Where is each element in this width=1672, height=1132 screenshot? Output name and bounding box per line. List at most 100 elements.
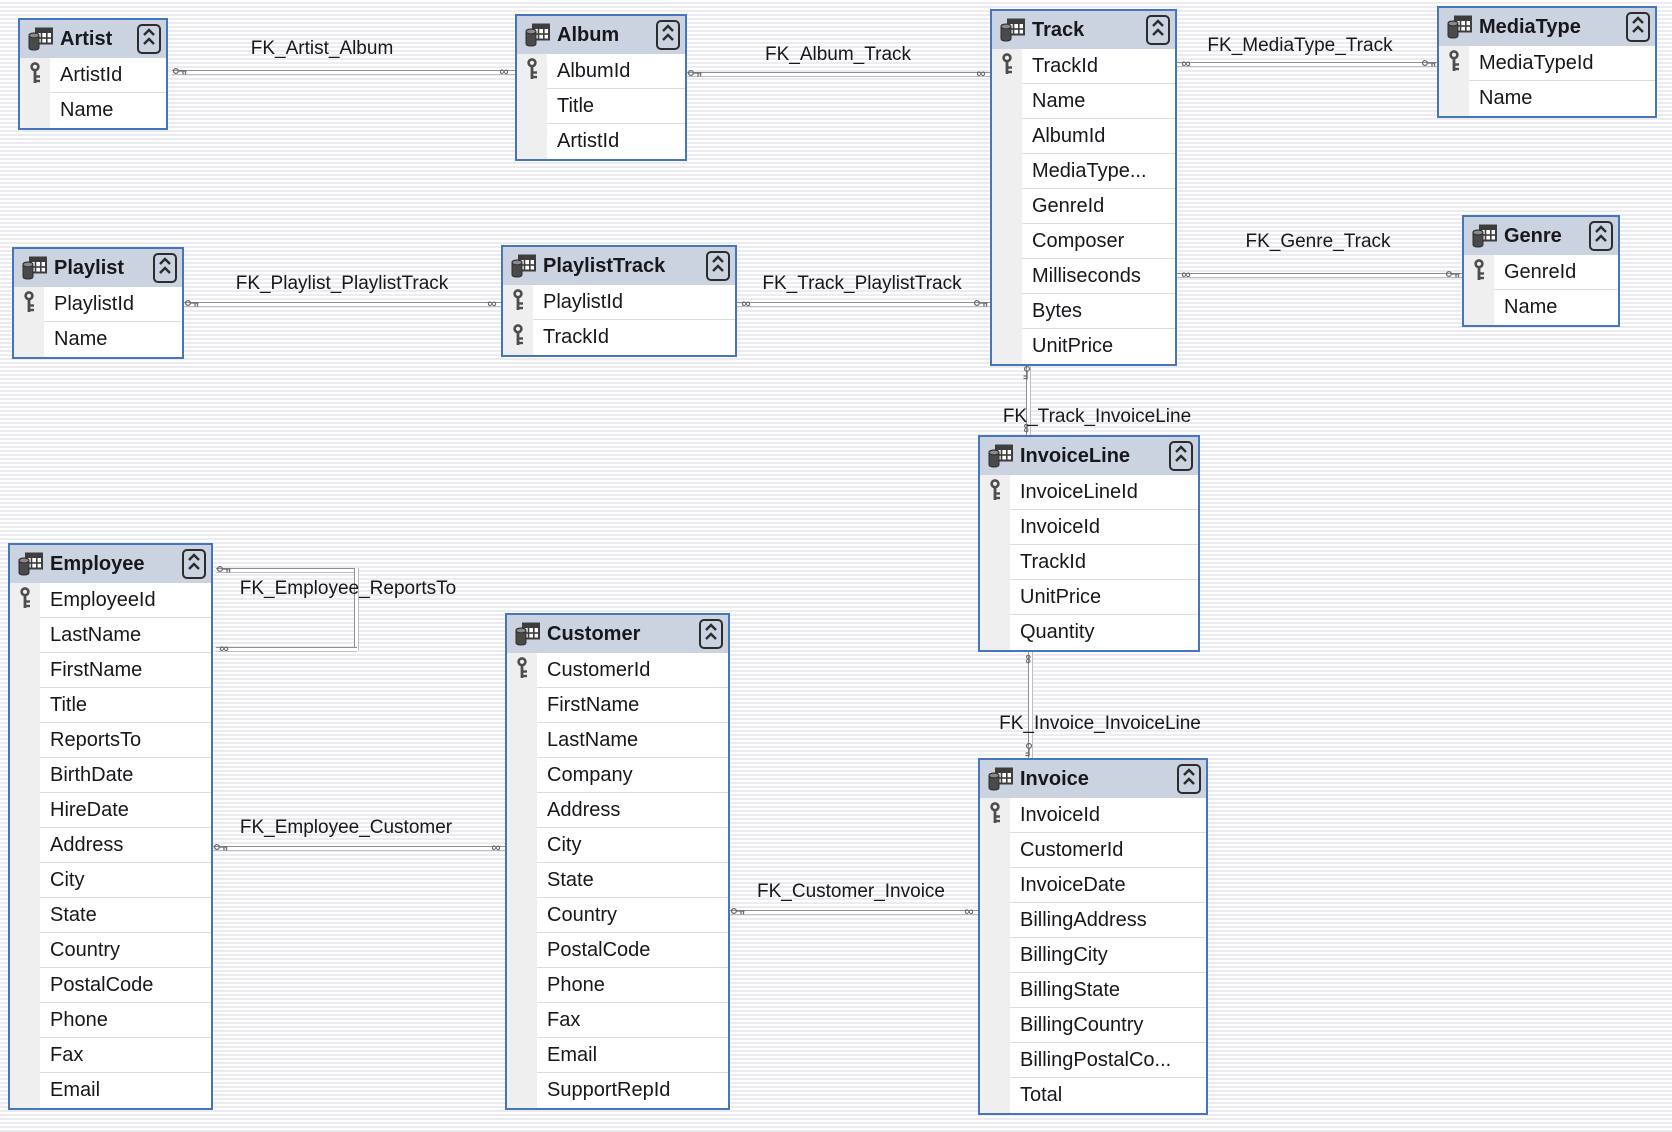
table-header[interactable]: Customer [507,615,728,653]
relation-line[interactable] [1177,62,1437,67]
column-row[interactable]: Name [1464,290,1618,325]
relation-line[interactable] [216,568,357,573]
column-row[interactable]: MediaTypeId [1439,46,1655,81]
collapse-button[interactable] [153,253,177,283]
collapse-button[interactable] [1626,12,1650,42]
column-row[interactable]: Composer [992,224,1175,259]
table-header[interactable]: Track [992,11,1175,49]
column-row[interactable]: FirstName [507,688,728,723]
column-row[interactable]: Fax [507,1003,728,1038]
column-row[interactable]: Phone [10,1003,211,1038]
column-row[interactable]: Address [10,828,211,863]
column-row[interactable]: Name [20,93,166,128]
column-row[interactable]: Milliseconds [992,259,1175,294]
column-row[interactable]: UnitPrice [980,580,1198,615]
relation-line[interactable] [687,72,990,77]
relation-line[interactable] [730,910,978,915]
column-row[interactable]: City [10,863,211,898]
relation-line[interactable] [1028,652,1033,758]
column-row[interactable]: BillingState [980,973,1206,1008]
table-header[interactable]: InvoiceLine [980,437,1198,475]
table-header[interactable]: Employee [10,545,211,583]
column-row[interactable]: Bytes [992,294,1175,329]
column-row[interactable]: Country [507,898,728,933]
column-row[interactable]: Total [980,1078,1206,1113]
column-row[interactable]: UnitPrice [992,329,1175,364]
column-row[interactable]: FirstName [10,653,211,688]
column-row[interactable]: PlaylistId [503,285,735,320]
column-row[interactable]: Title [10,688,211,723]
column-row[interactable]: GenreId [992,189,1175,224]
column-row[interactable]: TrackId [503,320,735,355]
column-row[interactable]: InvoiceLineId [980,475,1198,510]
column-row[interactable]: Fax [10,1038,211,1073]
column-row[interactable]: ReportsTo [10,723,211,758]
column-row[interactable]: BillingCountry [980,1008,1206,1043]
table-header[interactable]: Genre [1464,217,1618,255]
column-row[interactable]: PostalCode [10,968,211,1003]
relation-line[interactable] [737,302,990,307]
collapse-button[interactable] [1146,15,1170,45]
collapse-button[interactable] [699,619,723,649]
column-row[interactable]: CustomerId [507,653,728,688]
table-header[interactable]: MediaType [1439,8,1655,46]
column-row[interactable]: SupportRepId [507,1073,728,1108]
column-row[interactable]: GenreId [1464,255,1618,290]
relation-line[interactable] [354,568,359,650]
column-row[interactable]: MediaType... [992,154,1175,189]
relation-line[interactable] [1177,273,1462,278]
collapse-button[interactable] [182,549,206,579]
table-header[interactable]: Artist [20,20,166,58]
collapse-button[interactable] [1169,441,1193,471]
column-row[interactable]: InvoiceId [980,510,1198,545]
relation-line[interactable] [213,846,505,851]
relation-line[interactable] [1026,366,1031,435]
column-row[interactable]: State [10,898,211,933]
column-row[interactable]: Name [1439,81,1655,116]
column-row[interactable]: PostalCode [507,933,728,968]
collapse-button[interactable] [706,251,730,281]
column-row[interactable]: LastName [507,723,728,758]
column-row[interactable]: TrackId [992,49,1175,84]
table-header[interactable]: Album [517,16,685,54]
column-row[interactable]: PlaylistId [14,287,182,322]
collapse-button[interactable] [1589,221,1613,251]
column-row[interactable]: BirthDate [10,758,211,793]
table-header[interactable]: Invoice [980,760,1206,798]
column-row[interactable]: City [507,828,728,863]
column-row[interactable]: Address [507,793,728,828]
relation-line[interactable] [216,647,357,652]
column-row[interactable]: Quantity [980,615,1198,650]
column-row[interactable]: InvoiceDate [980,868,1206,903]
column-row[interactable]: Phone [507,968,728,1003]
column-row[interactable]: HireDate [10,793,211,828]
column-row[interactable]: Country [10,933,211,968]
relation-line[interactable] [172,70,515,75]
collapse-button[interactable] [137,24,161,54]
column-row[interactable]: ArtistId [517,124,685,159]
column-row[interactable]: EmployeeId [10,583,211,618]
column-row[interactable]: AlbumId [517,54,685,89]
column-row[interactable]: BillingCity [980,938,1206,973]
column-row[interactable]: Company [507,758,728,793]
column-row[interactable]: InvoiceId [980,798,1206,833]
column-row[interactable]: BillingAddress [980,903,1206,938]
column-row[interactable]: Name [14,322,182,357]
column-row[interactable]: Name [992,84,1175,119]
column-row[interactable]: State [507,863,728,898]
column-row[interactable]: BillingPostalCo... [980,1043,1206,1078]
column-row[interactable]: Email [507,1038,728,1073]
column-row[interactable]: AlbumId [992,119,1175,154]
